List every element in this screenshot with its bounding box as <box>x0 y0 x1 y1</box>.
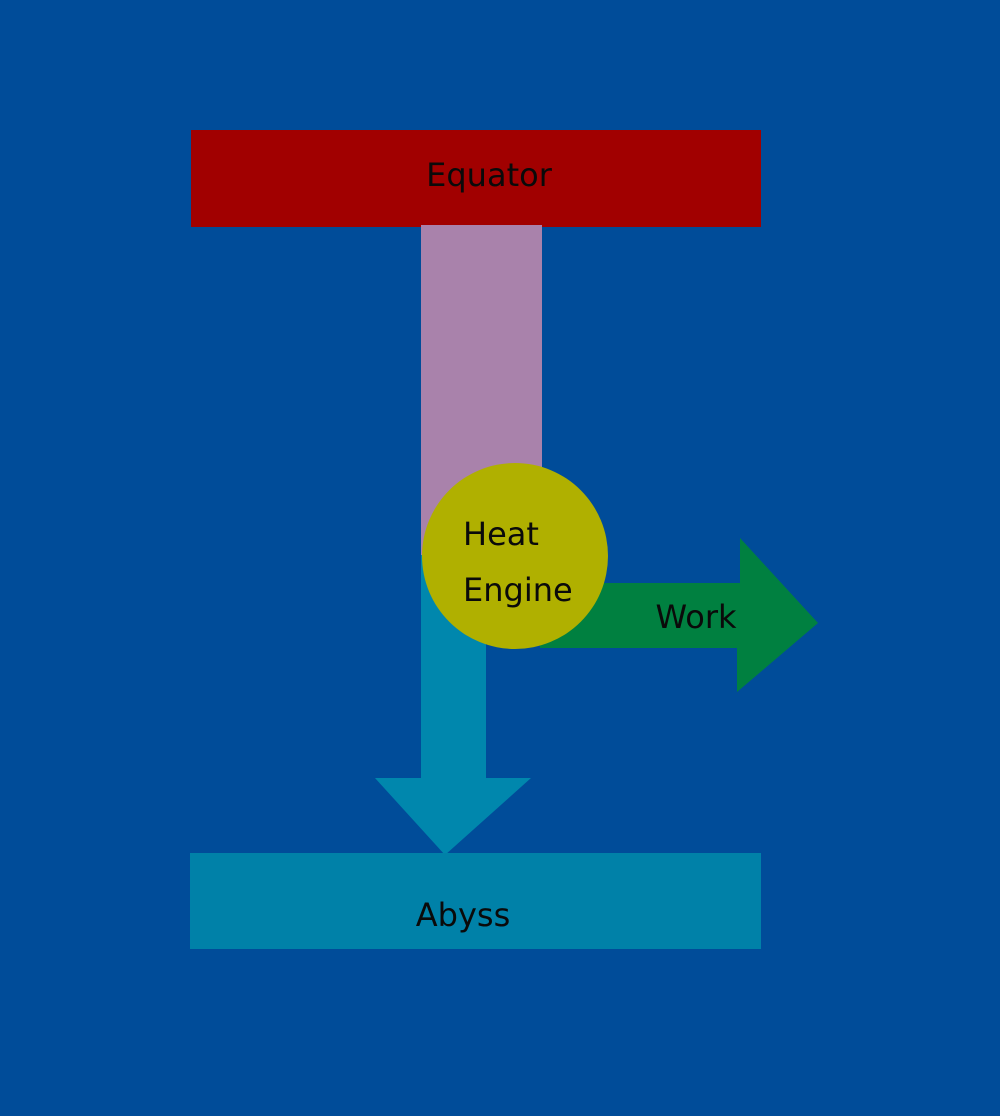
equator-label: Equator <box>426 156 553 194</box>
abyss-label: Abyss <box>416 896 510 934</box>
heat-engine-label-line2: Engine <box>463 571 573 609</box>
work-label: Work <box>655 598 737 636</box>
heat-engine-label-line1: Heat <box>463 515 539 553</box>
heat-engine-circle <box>422 463 608 649</box>
equator-box <box>191 130 761 227</box>
work-arrow <box>540 538 818 692</box>
abyss-box <box>190 853 761 949</box>
heat-outflow-arrow <box>375 555 531 855</box>
